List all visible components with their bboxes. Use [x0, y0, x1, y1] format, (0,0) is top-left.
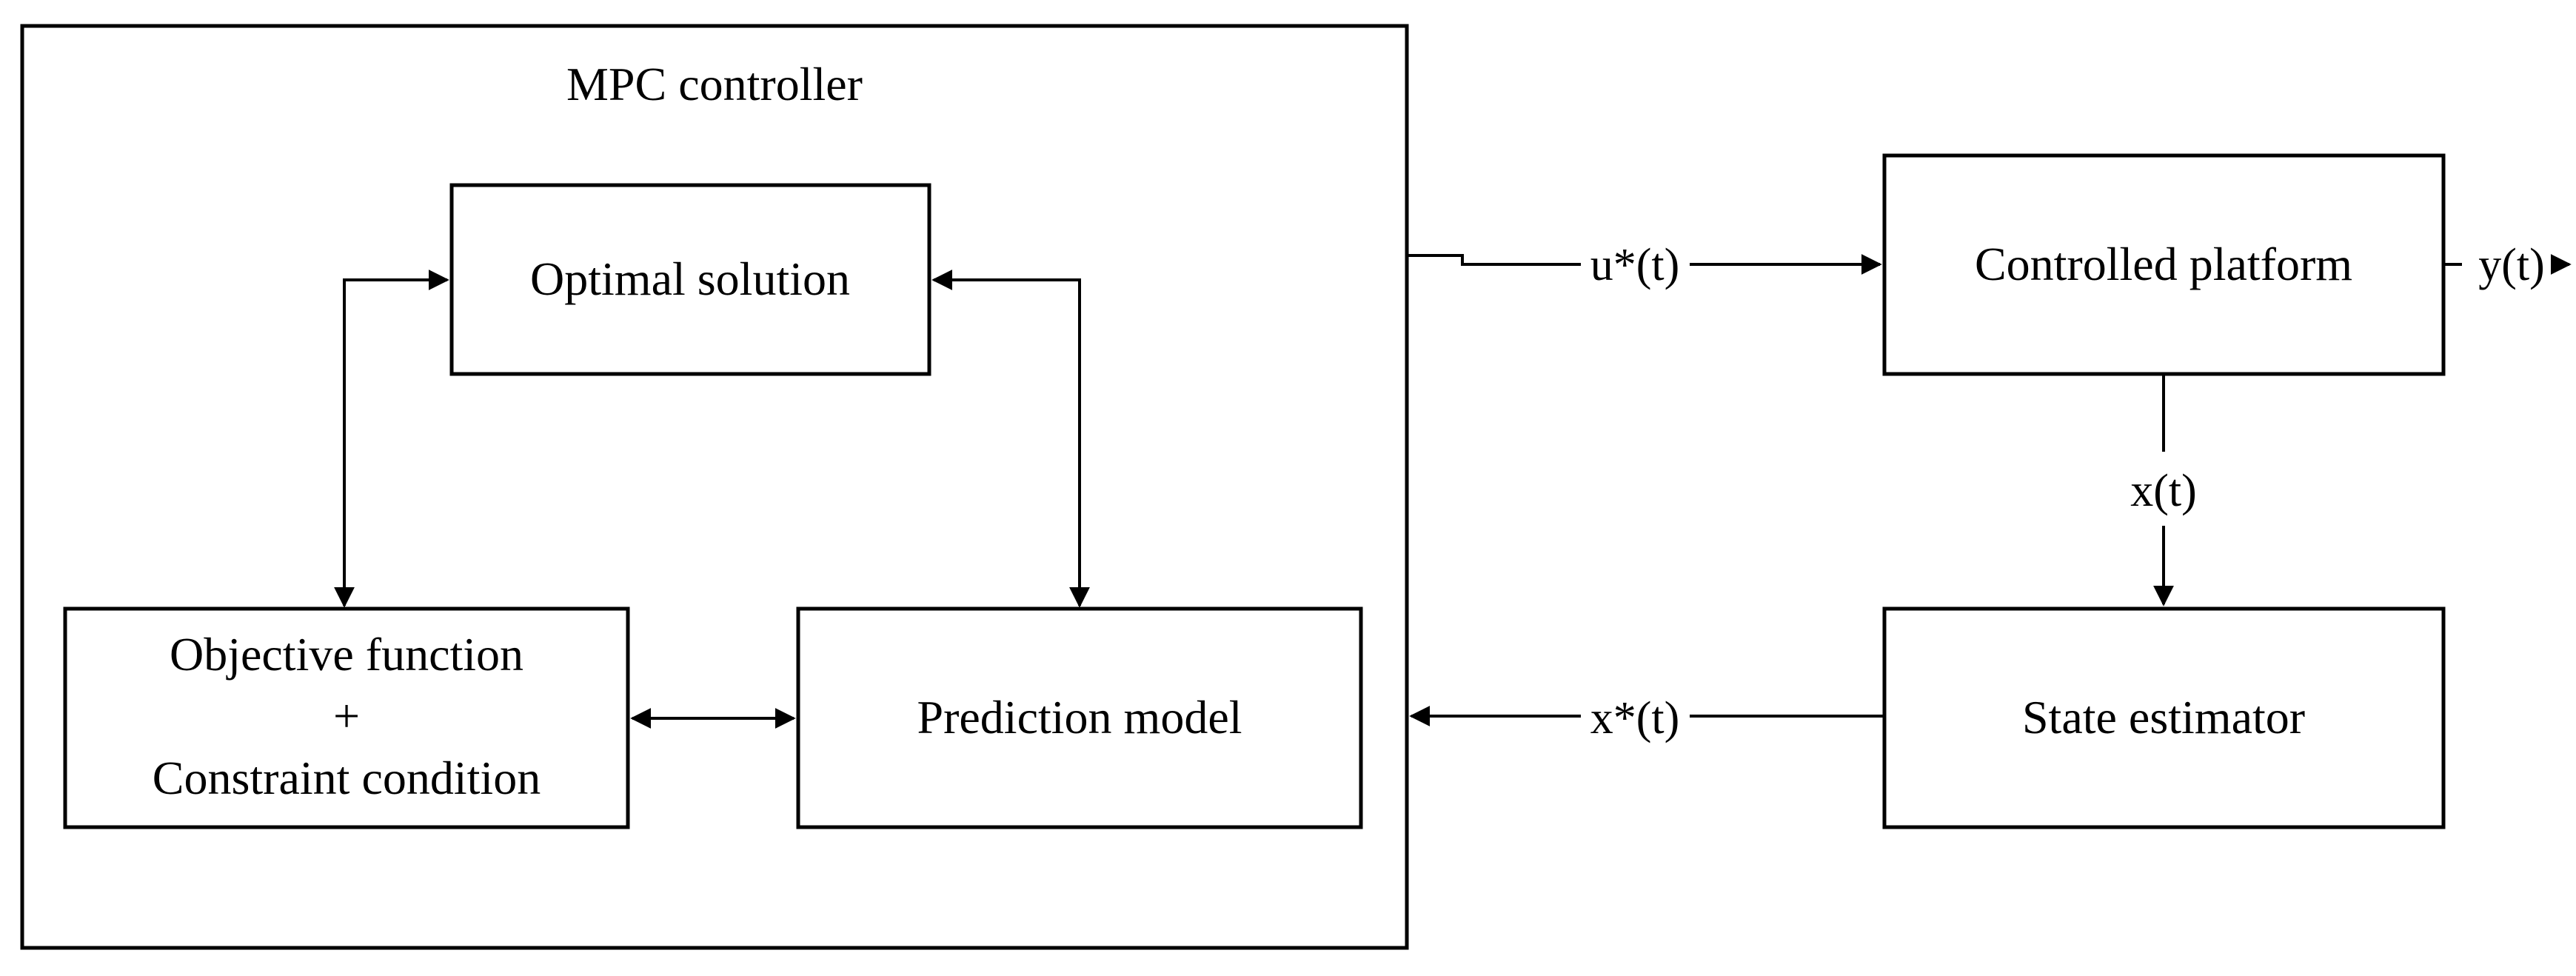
controlled-platform-block — [1882, 153, 2446, 376]
optimal-solution-block — [449, 183, 931, 376]
mpc-controller-title: MPC controller — [566, 58, 863, 110]
controlled-platform-label: Controlled platform — [1975, 238, 2352, 290]
u-star-connector — [1407, 254, 1581, 266]
optimal-solution-label: Optimal solution — [530, 253, 850, 305]
prediction-model-label: Prediction model — [917, 691, 1242, 743]
prediction-model-block — [796, 606, 1363, 829]
objective-plus-label: + — [333, 689, 360, 742]
u-star-label: u*(t) — [1590, 240, 1680, 290]
state-estimator-label: State estimator — [2022, 691, 2305, 743]
optimal-prediction-connector — [931, 270, 1090, 608]
state-estimator-block — [1882, 606, 2446, 829]
objective-optimal-connector — [334, 270, 449, 608]
y-output-label: y(t) — [2478, 240, 2545, 290]
objective-function-label: Objective function — [170, 628, 523, 681]
x-signal-label: x(t) — [2130, 466, 2197, 516]
x-star-label: x*(t) — [1590, 693, 1680, 743]
constraint-condition-label: Constraint condition — [153, 752, 541, 804]
objective-constraint-block — [63, 606, 630, 829]
